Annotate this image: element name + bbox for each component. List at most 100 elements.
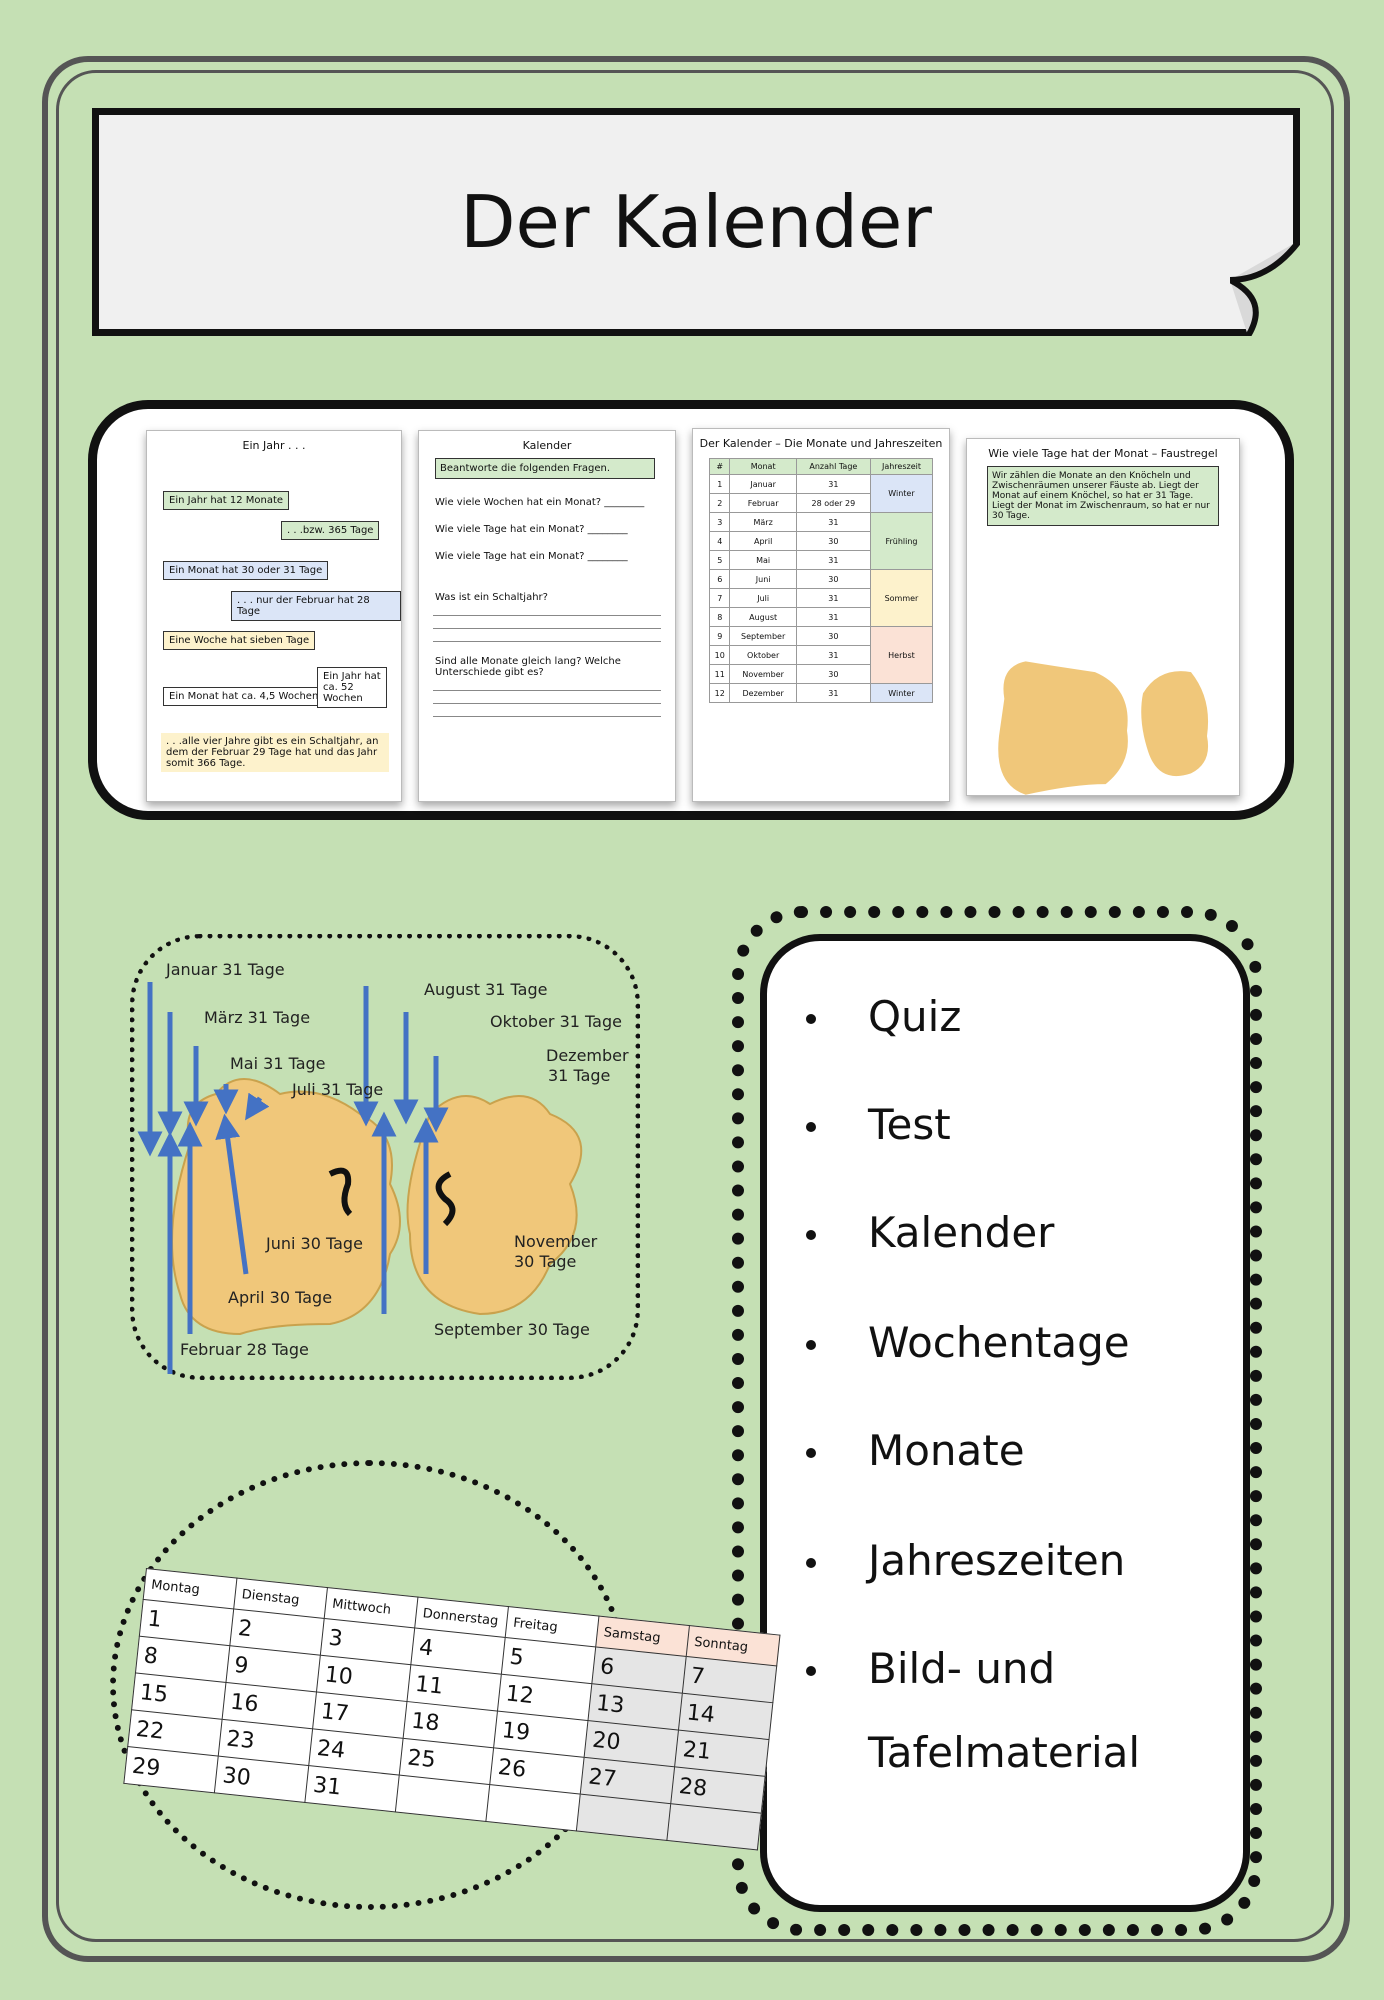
season-cell: Herbst: [869, 626, 934, 684]
table-cell: Januar: [729, 474, 797, 494]
label-mai: Mai 31 Tage: [230, 1054, 326, 1073]
bullet-icon: [806, 1122, 816, 1132]
note: . . .bzw. 365 Tage: [281, 521, 380, 540]
table-cell: 30: [795, 664, 871, 684]
table-cell: 10: [708, 645, 731, 665]
table-cell: 28 oder 29: [795, 493, 871, 513]
sheet-question: Wie viele Tage hat ein Monat? ________: [435, 551, 628, 562]
label-august: August 31 Tage: [424, 980, 548, 999]
bullet-icon: [806, 1340, 816, 1350]
table-cell: 31: [795, 512, 871, 532]
bullet-icon: [806, 1230, 816, 1240]
note: Ein Monat hat 30 oder 31 Tage: [163, 561, 329, 580]
preview-sheet-faustregel: Wie viele Tage hat der Monat – Faustrege…: [966, 438, 1240, 796]
table-cell: 31: [795, 683, 871, 703]
table-cell: Juli: [729, 588, 797, 608]
mini-fist-image: [998, 661, 1209, 795]
answer-line: [433, 703, 661, 704]
bullet-icon: [806, 1558, 816, 1568]
sheet-text: Wir zählen die Monate an den Knöcheln un…: [987, 466, 1219, 526]
table-cell: April: [729, 531, 797, 551]
table-header: Jahreszeit: [869, 458, 934, 475]
answer-line: [433, 641, 661, 642]
table-cell: 31: [795, 588, 871, 608]
sheet-title: Kalender: [522, 439, 572, 452]
table-cell: 2: [708, 493, 731, 513]
table-cell: 30: [795, 531, 871, 551]
answer-line: [433, 690, 661, 691]
title-banner: [92, 108, 1300, 336]
sheet-title: Ein Jahr . . .: [242, 439, 306, 452]
outer-frame: [42, 56, 1350, 1962]
table-cell: 31: [795, 645, 871, 665]
label-oktober: Oktober 31 Tage: [490, 1012, 622, 1031]
label-november: November: [514, 1232, 598, 1251]
table-cell: Februar: [729, 493, 797, 513]
table-cell: 31: [795, 607, 871, 627]
inner-frame: [56, 70, 1334, 1942]
season-cell: Frühling: [869, 512, 934, 570]
table-cell: 9: [708, 626, 731, 646]
sheet-question: Was ist ein Schaltjahr?: [435, 592, 548, 603]
label-september: September 30 Tage: [434, 1320, 590, 1339]
content-list-box: [760, 934, 1250, 1912]
sheet-question: Sind alle Monate gleich lang? Welche Unt…: [435, 656, 621, 678]
note: Ein Jahr hat 12 Monate: [163, 491, 290, 510]
preview-sheet-kalender: Kalender Beantworte die folgenden Fragen…: [418, 430, 676, 802]
answer-line: [433, 716, 661, 717]
table-cell: 3: [708, 512, 731, 532]
label-januar: Januar 31 Tage: [166, 960, 285, 979]
preview-sheet-jahr: Ein Jahr . . . Ein Jahr hat 12 Monate . …: [146, 430, 402, 802]
answer-line: [433, 615, 661, 616]
table-cell: 8: [708, 607, 731, 627]
note: . . . nur der Februar hat 28 Tage: [231, 591, 401, 621]
list-border: [732, 906, 1262, 1936]
sheet-question: Wie viele Tage hat ein Monat? ________: [435, 524, 628, 535]
bullet-icon: [806, 1448, 816, 1458]
table-cell: 6: [708, 569, 731, 589]
table-cell: 7: [708, 588, 731, 608]
table-cell: März: [729, 512, 797, 532]
label-maerz: März 31 Tage: [204, 1008, 311, 1027]
label-februar: Februar 28 Tage: [180, 1340, 309, 1359]
table-cell: 1: [708, 474, 731, 494]
page-title: Der Kalender: [460, 180, 932, 264]
table-cell: Mai: [729, 550, 797, 570]
table-cell: September: [729, 626, 797, 646]
page-curl-icon: [1230, 240, 1300, 336]
season-cell: Winter: [869, 474, 934, 513]
table-header: #: [708, 458, 731, 475]
label-dezember-tage: 31 Tage: [548, 1066, 611, 1085]
table-cell: 11: [708, 664, 731, 684]
table-cell: 12: [708, 683, 731, 703]
label-juli: Juli 31 Tage: [292, 1080, 384, 1099]
sheet-question: Wie viele Wochen hat ein Monat? ________: [435, 497, 645, 508]
fist-knuckle-image: [137, 982, 583, 1374]
preview-sheet-monate: Der Kalender – Die Monate und Jahreszeit…: [692, 428, 950, 802]
table-cell: 31: [795, 474, 871, 494]
table-header: Anzahl Tage: [795, 458, 871, 475]
table-cell: Juni: [729, 569, 797, 589]
label-juni: Juni 30 Tage: [266, 1234, 363, 1253]
note: . . .alle vier Jahre gibt es ein Schaltj…: [161, 733, 389, 772]
bullet-icon: [806, 1666, 816, 1676]
table-cell: 4: [708, 531, 731, 551]
table-cell: August: [729, 607, 797, 627]
table-cell: Dezember: [729, 683, 797, 703]
label-dezember: Dezember: [546, 1046, 629, 1065]
table-cell: November: [729, 664, 797, 684]
season-cell: Sommer: [869, 569, 934, 627]
sheet-title: Wie viele Tage hat der Monat – Faustrege…: [988, 447, 1218, 460]
table-cell: Oktober: [729, 645, 797, 665]
table-header: Monat: [729, 458, 797, 475]
table-cell: 5: [708, 550, 731, 570]
table-cell: 30: [795, 569, 871, 589]
label-april: April 30 Tage: [228, 1288, 333, 1307]
note: Eine Woche hat sieben Tage: [163, 631, 316, 650]
note: Ein Monat hat ca. 4,5 Wochen: [163, 687, 325, 706]
season-cell: Winter: [869, 683, 934, 703]
knuckle-rule-panel: [130, 934, 640, 1380]
sheet-title: Der Kalender – Die Monate und Jahreszeit…: [699, 437, 943, 450]
answer-line: [433, 628, 661, 629]
